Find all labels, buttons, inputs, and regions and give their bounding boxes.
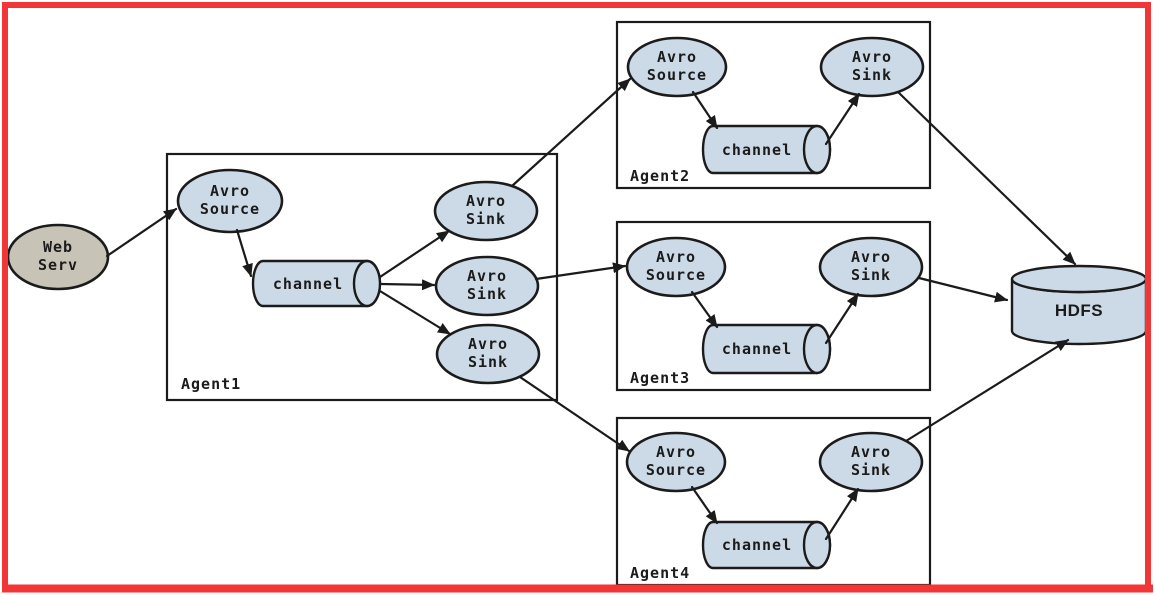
agent3-avro-source-node (625, 236, 727, 298)
agent2-avro-source-node (626, 36, 728, 98)
edge-agent3-sink-to-hdfs (917, 276, 1009, 303)
agent2-avro-sink-line2: Sink (852, 66, 892, 84)
agent1-avro-sink3-node (435, 323, 541, 385)
agent1-avro-sink1-line2: Sink (466, 210, 506, 228)
edge-agent2-source-to-channel (691, 90, 719, 130)
edge-agent1-channel-to-sink2 (379, 279, 436, 291)
edge-agent1-source-to-channel (235, 228, 253, 278)
agent3-channel-label: channel (722, 340, 792, 358)
agent2-avro-source-line1: Avro (657, 48, 697, 66)
agent2-channel-label: channel (722, 141, 792, 159)
agent1-avro-sink1-node (433, 180, 539, 242)
agent4-channel-rim (802, 520, 832, 570)
agent4-avro-sink-line2: Sink (851, 461, 891, 479)
agent1-channel-rim (352, 259, 382, 308)
agent3-label: Agent3 (630, 369, 690, 387)
agent4-avro-source-node (625, 431, 727, 493)
web-server-line2: Serv (38, 256, 78, 274)
agent1-avro-sink2-line1: Avro (467, 267, 507, 285)
agent1-label: Agent1 (181, 375, 241, 393)
agent2-avro-source-line2: Source (647, 66, 707, 84)
agent2-label: Agent2 (630, 167, 690, 185)
edge-agent1-sink1-to-agent2-source (510, 77, 632, 188)
agent3-avro-source-line2: Source (646, 266, 706, 284)
edge-agent3-channel-to-sink (824, 292, 860, 345)
agent4-avro-sink-line1: Avro (851, 443, 891, 461)
agent1-avro-sink1-line1: Avro (466, 192, 506, 210)
edge-agent2-channel-to-sink (824, 92, 861, 146)
agent1-avro-sink2-line2: Sink (467, 285, 507, 303)
edge-agent2-sink-to-hdfs (896, 90, 1077, 266)
agent1-channel-label: channel (273, 275, 343, 293)
hdfs-label: HDFS (1055, 301, 1103, 320)
edge-agent1-channel-to-sink3 (378, 289, 452, 336)
agent4-avro-source-line1: Avro (656, 443, 696, 461)
agent3-channel-rim (802, 323, 832, 375)
agent2-channel-rim (802, 124, 832, 175)
agent1-avro-sink2-node (434, 255, 540, 317)
agent1-avro-source-line1: Avro (210, 182, 250, 200)
hdfs-cylinder-top-rim (1010, 264, 1148, 294)
web-server-line1: Web (43, 238, 73, 256)
edge-agent1-sink2-to-agent3-source (534, 262, 627, 281)
agent4-label: Agent4 (630, 564, 690, 582)
edge-agent1-channel-to-sink1 (378, 229, 451, 279)
agent3-avro-sink-node (818, 236, 924, 298)
agent2-avro-sink-node (819, 36, 925, 98)
agent3-avro-sink-line2: Sink (851, 266, 891, 284)
agent4-avro-source-line2: Source (646, 461, 706, 479)
agent4-channel-label: channel (722, 536, 792, 554)
agent1-avro-source-node (176, 168, 284, 234)
edges-group (105, 77, 1077, 541)
agent2-box (615, 20, 932, 190)
agent3-box (615, 220, 932, 392)
agent1-avro-source-line2: Source (200, 200, 260, 218)
edge-agent4-channel-to-sink (824, 487, 860, 541)
hdfs-group: HDFS (1010, 264, 1148, 346)
edge-agent1-sink3-to-agent4-source (518, 375, 631, 453)
agent1-avro-sink3-line1: Avro (468, 335, 508, 353)
agent2-avro-sink-line1: Avro (852, 48, 892, 66)
agent3-avro-sink-line1: Avro (851, 248, 891, 266)
agent3-avro-source-line1: Avro (656, 248, 696, 266)
agent4-avro-sink-node (818, 431, 924, 493)
edge-webserver-to-agent1-source (105, 207, 178, 258)
agent1-avro-sink3-line2: Sink (468, 353, 508, 371)
edge-agent3-source-to-channel (690, 290, 719, 329)
edge-agent4-source-to-channel (690, 485, 719, 525)
edge-agent4-sink-to-hdfs (904, 338, 1070, 443)
